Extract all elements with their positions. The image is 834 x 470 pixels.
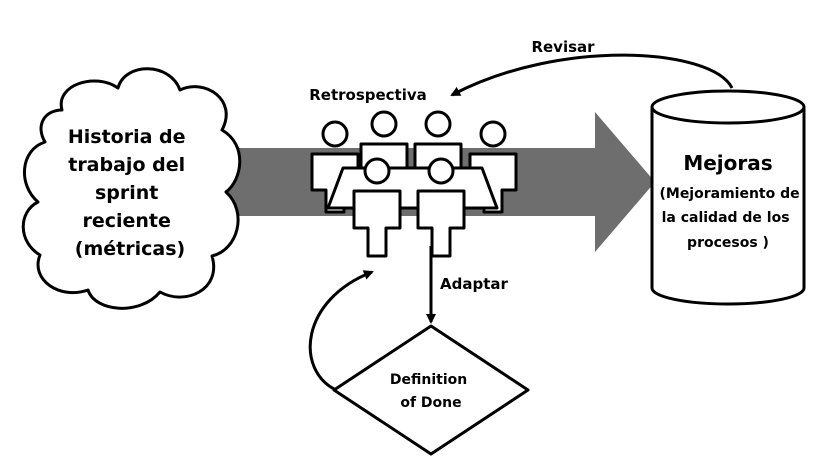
feedback-arrow bbox=[308, 270, 374, 392]
adapt-label: Adaptar bbox=[440, 275, 508, 293]
cloud-shape bbox=[21, 67, 242, 310]
improvements-title: Mejoras bbox=[683, 151, 772, 175]
svg-text:Historia de trabajo del: Historia de trabajo del sprint reciente … bbox=[68, 126, 192, 260]
cloud-line-5: (métricas) bbox=[75, 238, 185, 260]
improvements-line-1: (Mejoramiento de bbox=[659, 186, 799, 202]
cylinder-top bbox=[650, 89, 806, 125]
retrospective-label: Retrospectiva bbox=[309, 86, 427, 104]
svg-text:Definition of Done: Definition of Done bbox=[390, 372, 472, 411]
review-label: Revisar bbox=[531, 38, 595, 56]
diamond-shape bbox=[332, 324, 530, 456]
cloud-line-2: trabajo del bbox=[68, 154, 185, 176]
dod-line-2: of Done bbox=[400, 395, 461, 411]
cloud-line-4: reciente bbox=[82, 210, 170, 232]
team-group bbox=[310, 110, 518, 258]
definition-of-done-diamond: Definition of Done bbox=[332, 324, 530, 456]
improvements-line-3: procesos ) bbox=[687, 235, 769, 251]
svg-text:(Mejoramiento de la cali: (Mejoramiento de la calidad de los proce… bbox=[659, 186, 804, 251]
cloud-line-3: sprint bbox=[95, 182, 158, 204]
cylinder-body bbox=[650, 107, 806, 306]
sprint-history-cloud: Historia de trabajo del sprint reciente … bbox=[21, 67, 242, 310]
team-member-icon bbox=[416, 157, 466, 258]
cloud-line-1: Historia de bbox=[68, 126, 186, 148]
review-arrow bbox=[450, 53, 734, 97]
dod-line-1: Definition bbox=[390, 372, 467, 388]
improvements-line-2: la calidad de los bbox=[662, 210, 790, 226]
improvements-cylinder: Mejoras (Mejoramiento de la calidad de l… bbox=[650, 89, 806, 306]
team-member-icon bbox=[352, 157, 402, 258]
